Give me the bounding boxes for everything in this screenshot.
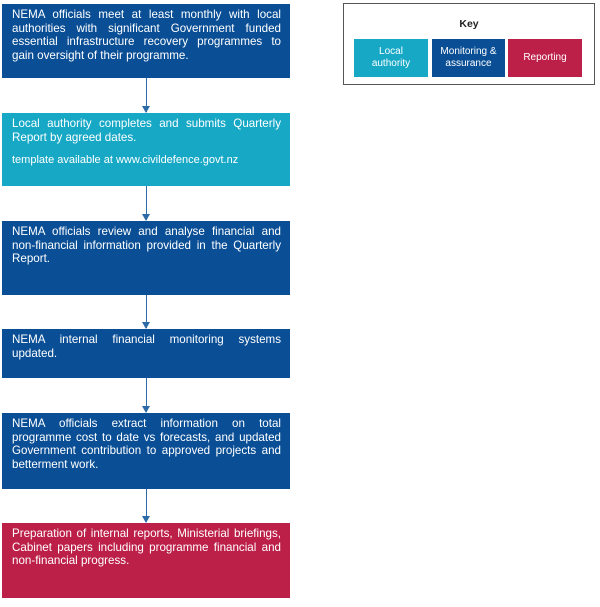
key-item-reporting: Reporting (508, 39, 582, 77)
step-2-box: Local authority completes and submits Qu… (2, 113, 290, 186)
key-item-monitoring-assurance: Monitoring & assurance (432, 39, 505, 77)
step-5-text: NEMA officials extract information on to… (12, 417, 281, 471)
step-1-box: NEMA officials meet at least monthly wit… (2, 4, 290, 78)
arrow-5-6 (142, 489, 150, 523)
key-item-monitoring-assurance-label: Monitoring & assurance (440, 46, 497, 69)
arrow-1-2 (142, 78, 150, 113)
step-5-box: NEMA officials extract information on to… (2, 413, 290, 489)
key-item-local-authority-label: Local authority (371, 46, 411, 69)
key-legend: Key Local authority Monitoring & assuran… (343, 3, 595, 85)
step-3-box: NEMA officials review and analyse financ… (2, 221, 290, 295)
key-title: Key (459, 18, 479, 30)
arrow-4-5 (142, 378, 150, 413)
step-4-box: NEMA internal financial monitoring syste… (2, 329, 290, 378)
key-item-local-authority: Local authority (354, 39, 428, 77)
step-6-box: Preparation of internal reports, Ministe… (2, 523, 290, 598)
step-3-text: NEMA officials review and analyse financ… (12, 225, 281, 265)
step-2-subtext: template available at www.civildefence.g… (12, 154, 239, 166)
arrow-2-3 (142, 186, 150, 221)
step-6-text: Preparation of internal reports, Ministe… (12, 527, 281, 567)
key-item-reporting-label: Reporting (523, 52, 567, 63)
step-4-text: NEMA internal financial monitoring syste… (12, 333, 281, 360)
arrow-3-4 (142, 295, 150, 329)
step-2-text: Local authority completes and submits Qu… (12, 117, 281, 144)
step-1-text: NEMA officials meet at least monthly wit… (12, 8, 281, 62)
